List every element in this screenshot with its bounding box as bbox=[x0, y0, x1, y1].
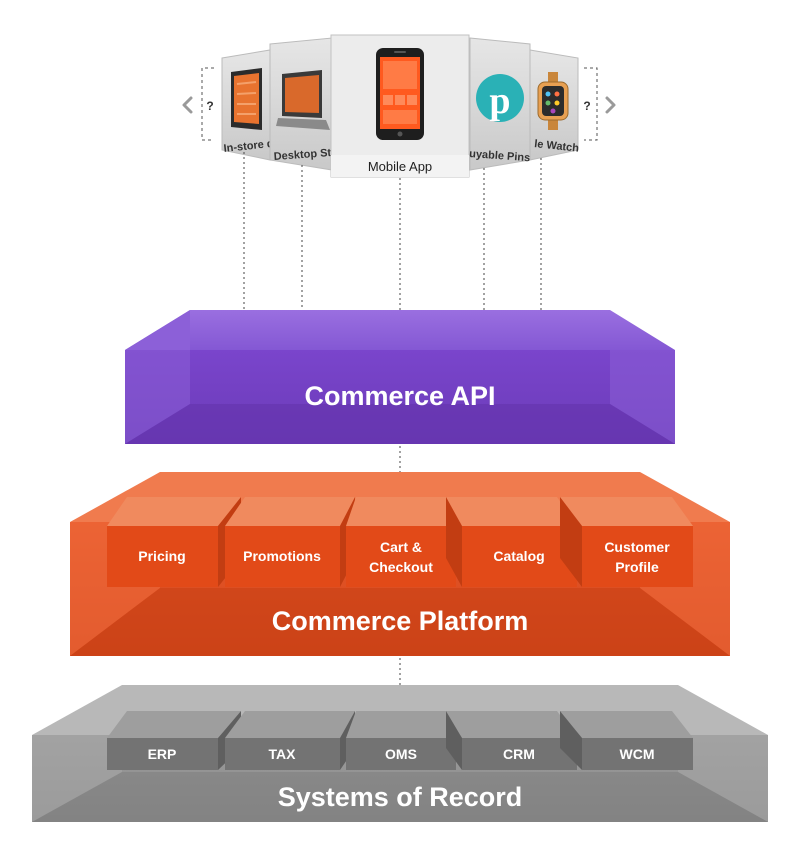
chevron-left-icon[interactable] bbox=[182, 96, 193, 114]
channel-card-instore[interactable]: In-store di bbox=[221, 49, 277, 161]
platform-module-catalog: Catalog bbox=[446, 497, 577, 587]
platform-module-label: Catalog bbox=[493, 548, 544, 564]
system-module-label: ERP bbox=[148, 746, 177, 762]
platform-module-label: Pricing bbox=[138, 548, 185, 564]
system-module-crm: CRM bbox=[446, 711, 577, 770]
tablet-icon bbox=[231, 68, 262, 130]
channel-connectors bbox=[243, 152, 542, 333]
platform-module-label-line2: Checkout bbox=[369, 559, 433, 575]
commerce-platform-title: Commerce Platform bbox=[272, 606, 529, 636]
unknown-channel-left: ? bbox=[201, 67, 214, 141]
channel-card-pins[interactable]: p uyable Pins bbox=[469, 37, 531, 171]
systems-of-record-layer: ERP TAX OMS CRM WCM Systems of Record bbox=[32, 685, 768, 822]
commerce-api-title: Commerce API bbox=[304, 381, 495, 411]
smartwatch-icon bbox=[537, 72, 569, 130]
platform-module-pricing: Pricing bbox=[107, 497, 241, 587]
commerce-api-layer: Commerce API bbox=[125, 310, 675, 444]
platform-module-label-line2: Profile bbox=[615, 559, 659, 575]
system-module-oms: OMS bbox=[346, 711, 456, 770]
unknown-channel-left-mark: ? bbox=[206, 99, 213, 113]
channel-label: uyable Pins bbox=[469, 148, 531, 164]
chevron-right-icon[interactable] bbox=[605, 96, 616, 114]
channel-card-watch[interactable]: le Watch bbox=[529, 49, 580, 161]
channel-card-desktop[interactable]: Desktop St bbox=[269, 37, 333, 171]
commerce-platform-layer: Pricing Promotions Cart & Checkout Catal… bbox=[70, 472, 730, 656]
channel-carousel: ? In-store di Desktop St bbox=[182, 34, 616, 178]
laptop-icon bbox=[276, 70, 330, 130]
channel-label: le Watch bbox=[534, 138, 580, 155]
channel-label: In-store di bbox=[223, 137, 277, 154]
system-module-label: OMS bbox=[385, 746, 417, 762]
smartphone-icon bbox=[376, 48, 424, 140]
channel-label-main: Mobile App bbox=[368, 159, 432, 174]
system-module-tax: TAX bbox=[225, 711, 355, 770]
unknown-channel-right: ? bbox=[583, 67, 598, 141]
system-module-label: CRM bbox=[503, 746, 535, 762]
platform-module-cart-checkout: Cart & Checkout bbox=[346, 497, 456, 587]
unknown-channel-right-mark: ? bbox=[583, 99, 590, 113]
channel-card-mobile[interactable]: Mobile App bbox=[330, 34, 470, 178]
system-module-label: TAX bbox=[269, 746, 297, 762]
systems-of-record-title: Systems of Record bbox=[278, 782, 523, 812]
platform-module-label-line1: Cart & bbox=[380, 539, 422, 555]
svg-text:p: p bbox=[489, 80, 510, 122]
platform-module-label-line1: Customer bbox=[604, 539, 670, 555]
channel-label: Desktop St bbox=[273, 147, 331, 163]
platform-module-customer-profile: Customer Profile bbox=[560, 497, 693, 587]
platform-module-label: Promotions bbox=[243, 548, 321, 564]
pinterest-icon: p bbox=[476, 74, 524, 122]
platform-module-promotions: Promotions bbox=[225, 497, 355, 587]
system-module-erp: ERP bbox=[107, 711, 241, 770]
system-module-wcm: WCM bbox=[560, 711, 693, 770]
system-module-label: WCM bbox=[620, 746, 655, 762]
